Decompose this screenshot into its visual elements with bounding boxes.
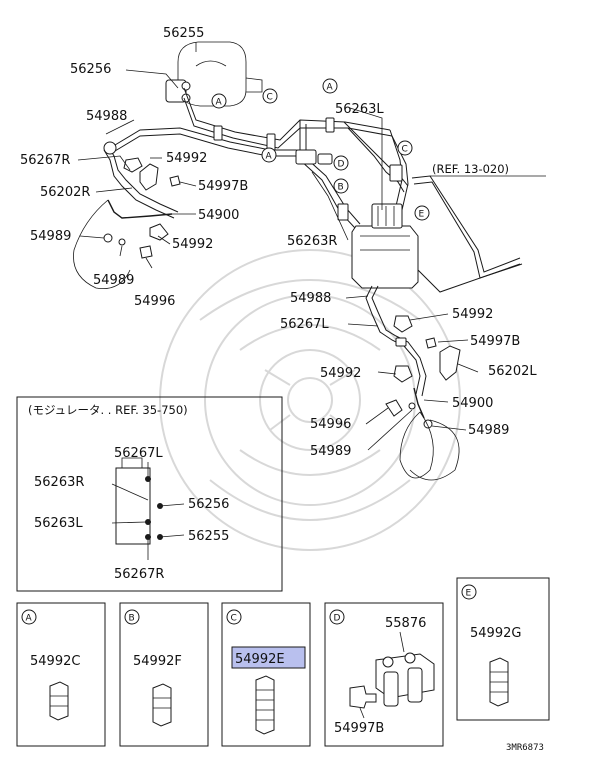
detail-D-part-top[interactable]: 55876 bbox=[385, 616, 426, 631]
callout-54988-left[interactable]: 54988 bbox=[86, 109, 127, 124]
callout-54997B-left[interactable]: 54997B bbox=[198, 179, 248, 194]
brake-lines-right bbox=[365, 285, 461, 481]
callout-54988-right[interactable]: 54988 bbox=[290, 291, 331, 306]
svg-text:C: C bbox=[267, 93, 273, 103]
svg-text:A: A bbox=[266, 152, 273, 162]
detail-A-part[interactable]: 54992C bbox=[30, 654, 80, 669]
callout-54900-right[interactable]: 54900 bbox=[452, 396, 493, 411]
detail-C-highlight bbox=[231, 646, 306, 669]
callout-54900-left[interactable]: 54900 bbox=[198, 208, 239, 223]
line-clips bbox=[213, 117, 403, 221]
detail-box-D[interactable]: D 55876 54997B bbox=[324, 602, 444, 747]
svg-text:A: A bbox=[327, 83, 334, 93]
callout-54989-left-b[interactable]: 54989 bbox=[93, 273, 134, 288]
brake-lines-left bbox=[73, 141, 181, 289]
detail-box-E[interactable]: E 54992G bbox=[456, 577, 550, 721]
svg-text:B: B bbox=[338, 183, 344, 193]
callout-54992-upper-left[interactable]: 54992 bbox=[166, 151, 207, 166]
inset-56267R[interactable]: 56267R bbox=[114, 567, 164, 582]
detail-E-letter: E bbox=[466, 589, 472, 599]
callout-54992-right-b[interactable]: 54992 bbox=[320, 366, 361, 381]
callout-56263L[interactable]: 56263L bbox=[335, 102, 384, 117]
callout-54989-left-a[interactable]: 54989 bbox=[30, 229, 71, 244]
callout-labels: 56255 56256 54988 56267R 54992 56202R 54… bbox=[20, 26, 546, 459]
svg-text:A: A bbox=[216, 98, 223, 108]
svg-text:D: D bbox=[338, 160, 345, 170]
svg-text:E: E bbox=[419, 210, 425, 220]
detail-D-letter: D bbox=[334, 614, 341, 624]
callout-54996-left[interactable]: 54996 bbox=[134, 294, 175, 309]
callout-54992-lower-left[interactable]: 54992 bbox=[172, 237, 213, 252]
callout-56267L[interactable]: 56267L bbox=[280, 317, 329, 332]
inset-56255[interactable]: 56255 bbox=[188, 529, 229, 544]
detail-box-B[interactable]: B 54992F bbox=[119, 602, 209, 747]
detail-A-letter: A bbox=[26, 614, 33, 624]
detail-B-letter: B bbox=[129, 614, 135, 624]
inset-56256[interactable]: 56256 bbox=[188, 497, 229, 512]
detail-D-part-bottom[interactable]: 54997B bbox=[334, 721, 384, 736]
master-cylinder bbox=[165, 41, 263, 107]
svg-text:C: C bbox=[402, 145, 408, 155]
diagram-code: 3MR6873 bbox=[506, 743, 544, 753]
detail-E-part[interactable]: 54992G bbox=[470, 626, 521, 641]
callout-54989-right-a[interactable]: 54989 bbox=[468, 423, 509, 438]
hydraulic-unit bbox=[351, 203, 419, 289]
callout-54997B-right[interactable]: 54997B bbox=[470, 334, 520, 349]
detail-B-part[interactable]: 54992F bbox=[133, 654, 182, 669]
detail-box-A[interactable]: A 54992C bbox=[16, 602, 106, 747]
inset-title: (モジュレータ. . REF. 35-750) bbox=[28, 403, 188, 417]
leader-lines bbox=[77, 42, 479, 451]
detail-C-part[interactable]: 54992E bbox=[235, 652, 285, 667]
callout-54989-right-b[interactable]: 54989 bbox=[310, 444, 351, 459]
ref-label-main: (REF. 13-020) bbox=[432, 162, 509, 176]
callout-56255[interactable]: 56255 bbox=[163, 26, 204, 41]
callout-54992-right-a[interactable]: 54992 bbox=[452, 307, 493, 322]
detail-C-letter: C bbox=[231, 614, 237, 624]
callout-56202R[interactable]: 56202R bbox=[40, 185, 90, 200]
callout-54996-right[interactable]: 54996 bbox=[310, 417, 351, 432]
callout-56263R[interactable]: 56263R bbox=[287, 234, 337, 249]
inset-56263L[interactable]: 56263L bbox=[34, 516, 83, 531]
brake-lines-upper bbox=[109, 87, 523, 293]
reference-markers: A C A A D B C E bbox=[211, 78, 430, 221]
callout-56267R[interactable]: 56267R bbox=[20, 153, 70, 168]
watermark-emblem bbox=[159, 249, 461, 551]
inset-56267L[interactable]: 56267L bbox=[114, 446, 163, 461]
callout-56256[interactable]: 56256 bbox=[70, 62, 111, 77]
modulator-inset: (モジュレータ. . REF. 35-750) 56267L 56263R 56… bbox=[16, 396, 283, 592]
callout-56202L[interactable]: 56202L bbox=[488, 364, 537, 379]
inset-56263R[interactable]: 56263R bbox=[34, 475, 84, 490]
detail-box-C[interactable]: C 54992E bbox=[221, 602, 311, 747]
